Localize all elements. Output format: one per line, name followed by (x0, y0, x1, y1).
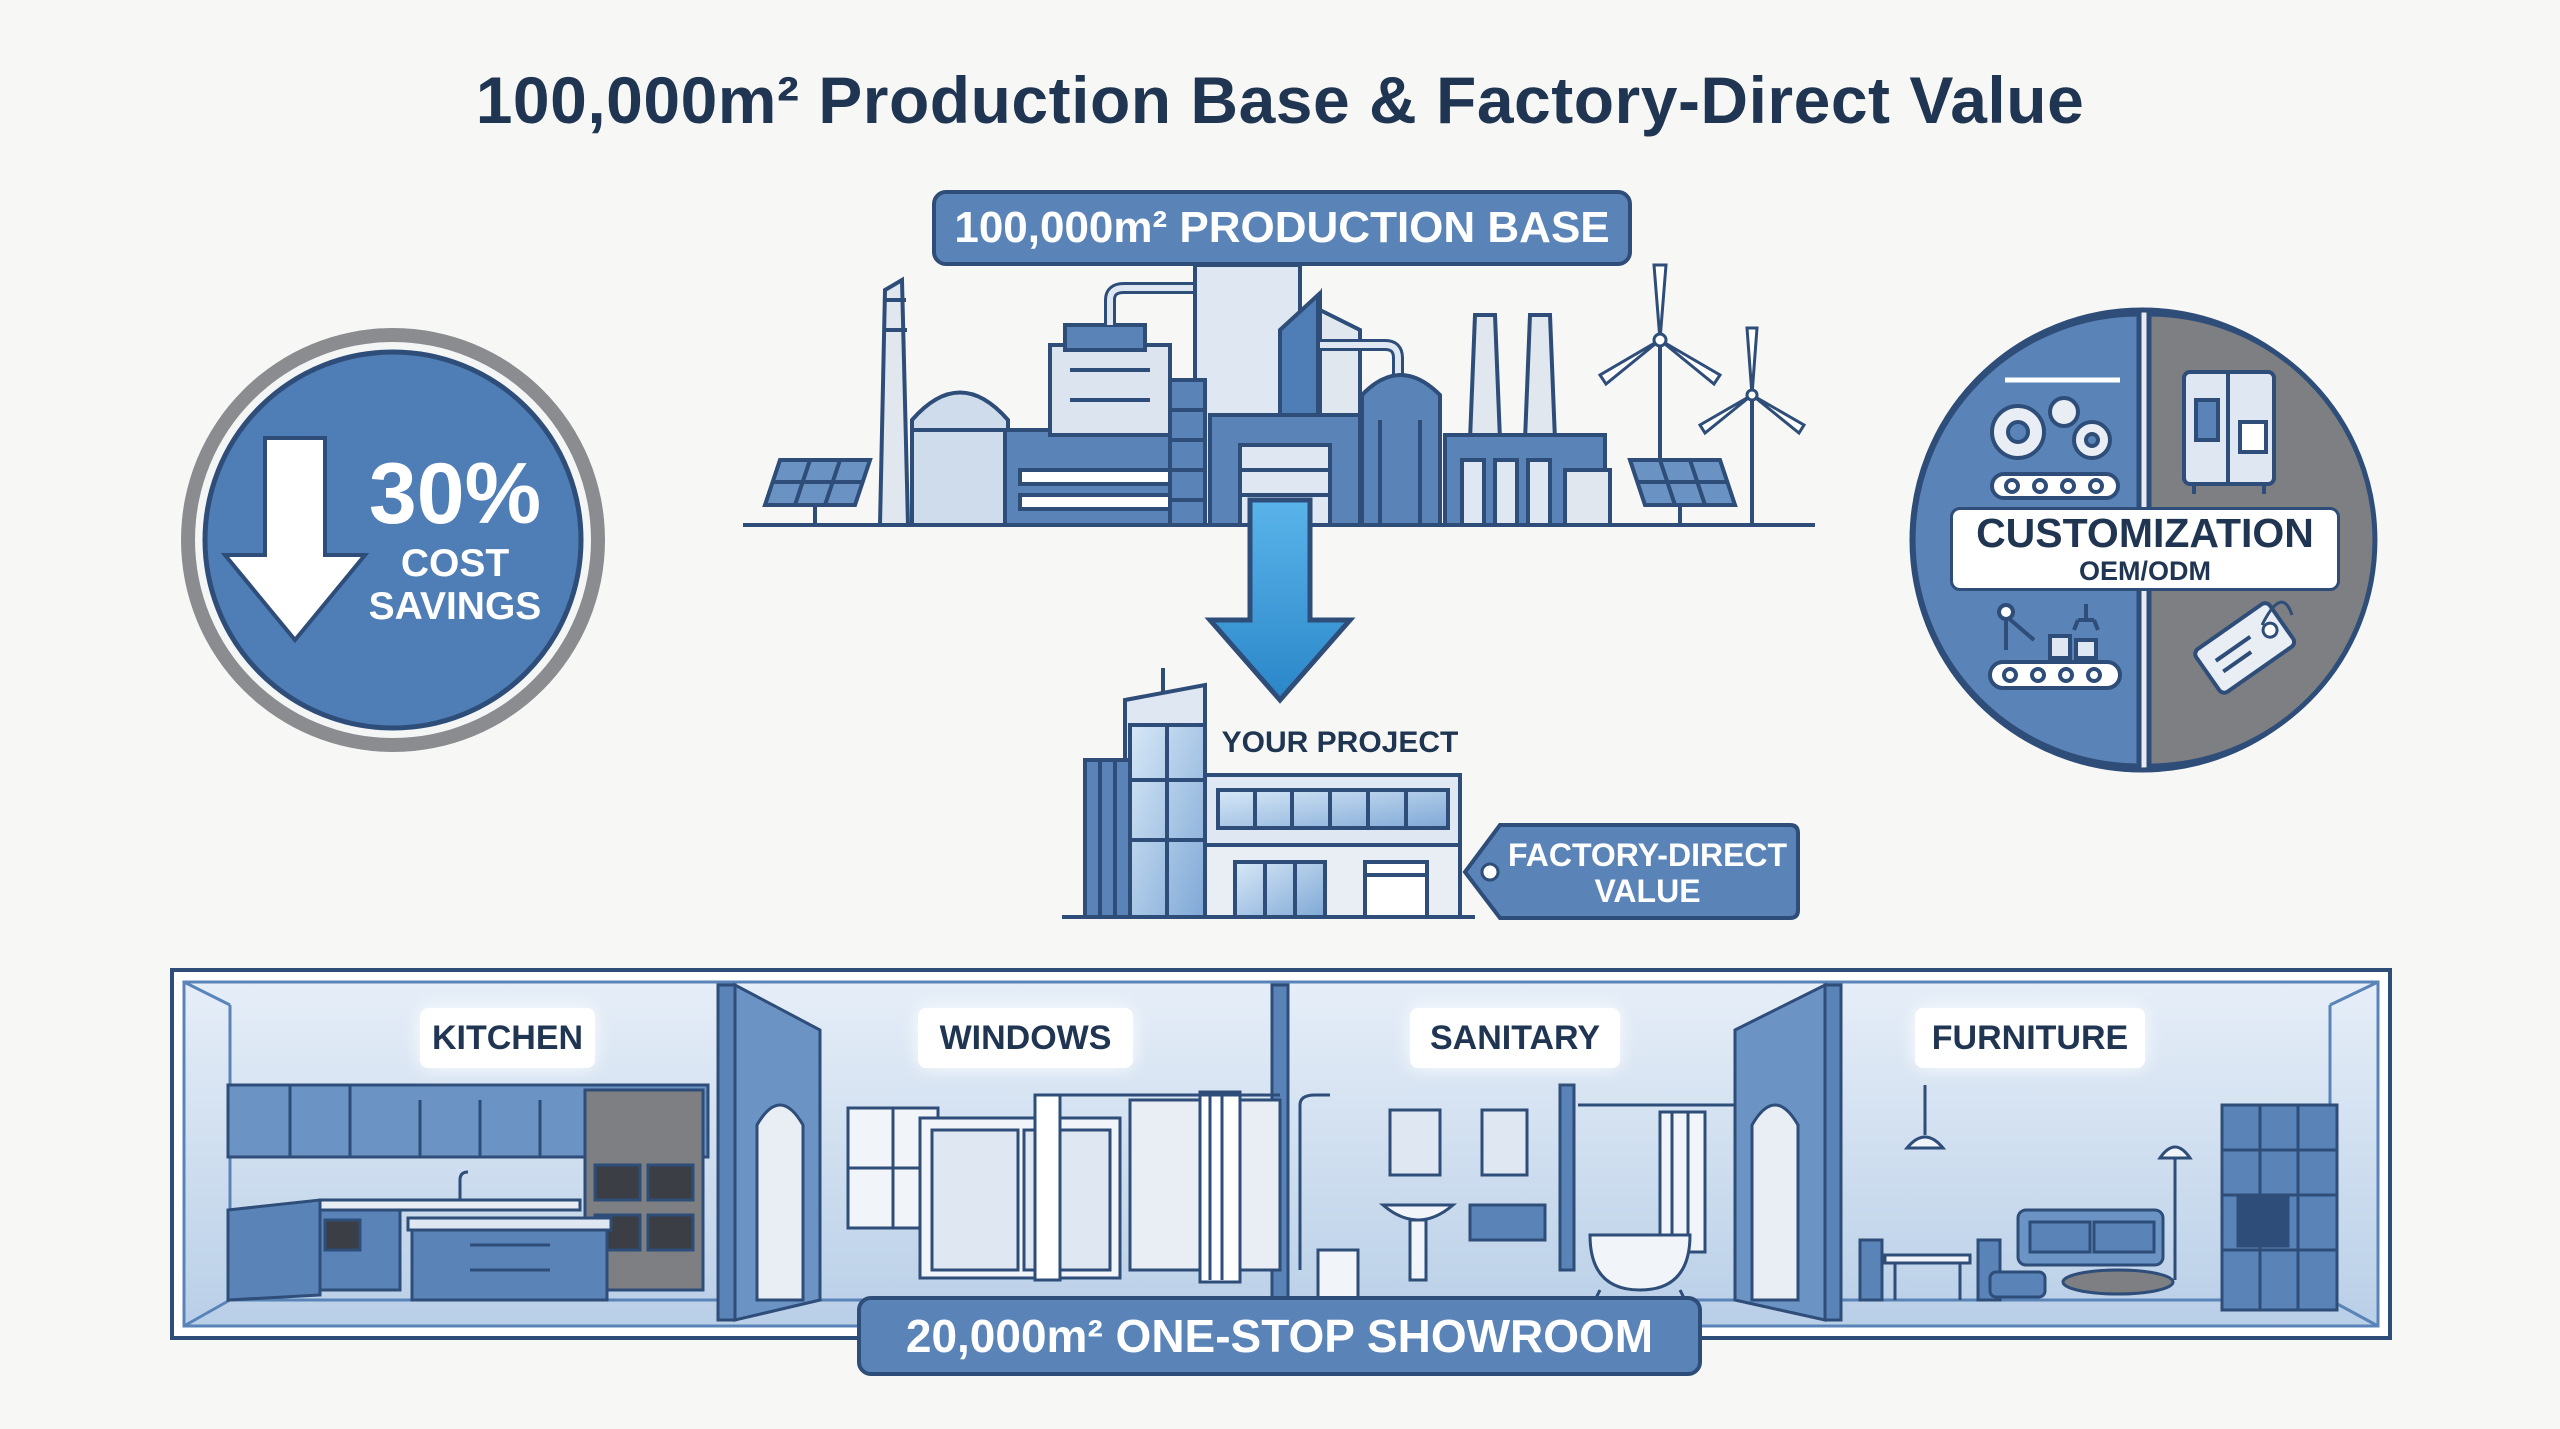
showroom-label: 20,000m² ONE-STOP SHOWROOM (857, 1296, 1702, 1376)
wind-turbine-icon (1597, 263, 1723, 460)
kitchen-scene (226, 1083, 710, 1302)
windows-scene (846, 1090, 1282, 1284)
cost-savings-line1: COST (400, 542, 510, 585)
room-label-sanitary: SANITARY (1410, 1008, 1620, 1068)
customization-label: CUSTOMIZATION (1976, 510, 2314, 556)
gear-icon (1990, 396, 2112, 460)
cost-savings-percent: 30% (368, 446, 542, 542)
project-label: YOUR PROJECT (1221, 726, 1459, 759)
furniture-scene (1858, 1085, 2339, 1312)
robot-arm-icon (1988, 603, 2122, 690)
factory-illustration (743, 263, 1815, 527)
room-label-windows: WINDOWS (918, 1008, 1133, 1068)
production-base-label: 100,000m² PRODUCTION BASE (932, 190, 1632, 266)
down-arrow-icon (220, 436, 370, 644)
price-tag-icon (2193, 601, 2297, 695)
cost-savings-badge (181, 328, 605, 752)
customization-label-box (1950, 507, 2340, 591)
customization-sublabel: OEM/ODM (2079, 556, 2211, 586)
conveyor-icon (1990, 472, 2120, 500)
factory-direct-line1: FACTORY-DIRECT (1507, 837, 1788, 873)
factory-direct-tag (1462, 823, 1800, 920)
solar-panel-icon (1627, 458, 1738, 525)
fridge-icon (2182, 370, 2276, 494)
factory-direct-line2: VALUE (1594, 873, 1701, 909)
sanitary-scene (1298, 1083, 1735, 1302)
room-label-kitchen: KITCHEN (420, 1008, 595, 1068)
showroom-section (170, 968, 2392, 1340)
solar-panel-icon (762, 458, 873, 525)
down-arrow-icon (1204, 497, 1356, 704)
project-building (1062, 668, 1475, 919)
room-label-furniture: FURNITURE (1915, 1008, 2145, 1068)
cost-savings-line2: SAVINGS (368, 585, 542, 628)
page-title: 100,000m² Production Base & Factory-Dire… (475, 63, 2085, 137)
wind-turbine-icon (1697, 326, 1807, 525)
